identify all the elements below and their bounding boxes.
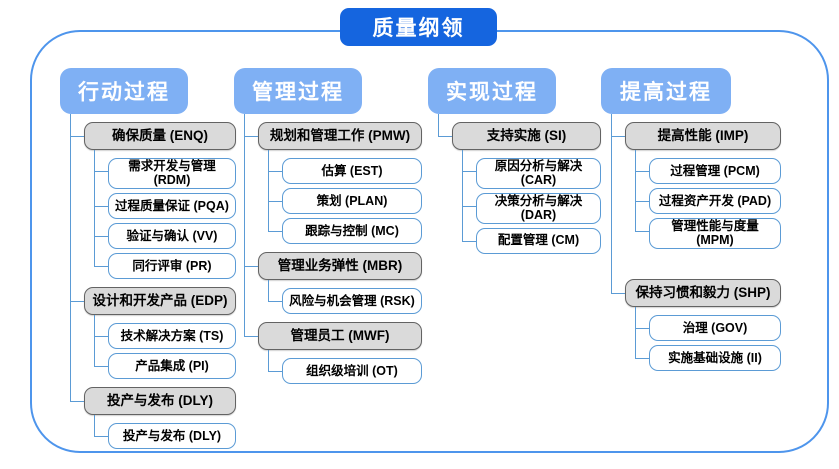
process-item-box: 原因分析与解决 (CAR) [476, 158, 601, 189]
process-item-box: 实施基础设施 (II) [649, 344, 781, 371]
process-item: 投产与发布 (DLY) [94, 414, 236, 449]
group-item: 管理员工 (MWF) 组织级培训 (OT) [244, 314, 422, 384]
process-group-box: 规划和管理工作 (PMW) [258, 122, 422, 150]
process-item-box: 组织级培训 (OT) [282, 358, 422, 384]
process-group-box: 设计和开发产品 (EDP) [84, 286, 236, 315]
column-header-management-process: 管理过程 [234, 68, 362, 114]
process-item-list: 技术解决方案 (TS) 产品集成 (PI) [94, 314, 236, 379]
column-action-process: 行动过程 确保质量 (ENQ) 需求开发与管理 (RDM) 过程质量保证 (PQA)… [60, 68, 236, 449]
process-item: 风险与机会管理 (RSK) [268, 280, 422, 314]
process-item-box: 同行评审 (PR) [108, 252, 236, 279]
process-group-box: 支持实施 (SI) [452, 122, 601, 150]
process-item: 产品集成 (PI) [94, 348, 236, 379]
group-list-improvement-process: 提高性能 (IMP) 过程管理 (PCM) 过程资产开发 (PAD) 管理性能与度量 … [611, 114, 781, 371]
process-item: 组织级培训 (OT) [268, 350, 422, 384]
process-item: 估算 (EST) [268, 150, 422, 184]
process-item-box: 需求开发与管理 (RDM) [108, 158, 236, 189]
process-item-box: 跟踪与控制 (MC) [282, 218, 422, 244]
process-item-box: 过程资产开发 (PAD) [649, 188, 781, 214]
process-item: 过程管理 (PCM) [635, 150, 781, 184]
group-item: 规划和管理工作 (PMW) 估算 (EST) 策划 (PLAN) 跟踪与控制 (MC) [244, 114, 422, 244]
process-group-box: 确保质量 (ENQ) [84, 122, 236, 150]
process-item: 跟踪与控制 (MC) [268, 214, 422, 244]
process-item-box: 技术解决方案 (TS) [108, 322, 236, 349]
process-item-list: 组织级培训 (OT) [268, 350, 422, 384]
process-group-box: 保持习惯和毅力 (SHP) [625, 278, 781, 307]
group-list-action-process: 确保质量 (ENQ) 需求开发与管理 (RDM) 过程质量保证 (PQA) 验证与确认… [70, 114, 236, 449]
process-item-list: 原因分析与解决 (CAR)决策分析与解决 (DAR) 配置管理 (CM) [462, 150, 601, 254]
process-item-box: 产品集成 (PI) [108, 352, 236, 379]
process-item-box: 估算 (EST) [282, 158, 422, 184]
process-item: 决策分析与解决 (DAR) [462, 188, 601, 224]
process-item-box: 治理 (GOV) [649, 314, 781, 341]
process-item-list: 投产与发布 (DLY) [94, 414, 236, 449]
process-group-box: 提高性能 (IMP) [625, 122, 781, 150]
group-item: 提高性能 (IMP) 过程管理 (PCM) 过程资产开发 (PAD) 管理性能与度量 … [611, 114, 781, 249]
process-item: 策划 (PLAN) [268, 184, 422, 214]
group-list-realization-process: 支持实施 (SI) 原因分析与解决 (CAR)决策分析与解决 (DAR) 配置管理 … [438, 114, 601, 254]
process-item: 过程质量保证 (PQA) [94, 188, 236, 219]
process-item: 管理性能与度量 (MPM) [635, 214, 781, 249]
process-item-list: 过程管理 (PCM) 过程资产开发 (PAD) 管理性能与度量 (MPM) [635, 150, 781, 249]
group-item: 支持实施 (SI) 原因分析与解决 (CAR)决策分析与解决 (DAR) 配置管理 … [438, 114, 601, 254]
process-item: 治理 (GOV) [635, 306, 781, 341]
process-item-box: 管理性能与度量 (MPM) [649, 218, 781, 249]
process-item-box: 配置管理 (CM) [476, 227, 601, 254]
group-item: 设计和开发产品 (EDP) 技术解决方案 (TS) 产品集成 (PI) [70, 278, 236, 379]
group-item: 管理业务弹性 (MBR) 风险与机会管理 (RSK) [244, 244, 422, 314]
group-list-management-process: 规划和管理工作 (PMW) 估算 (EST) 策划 (PLAN) 跟踪与控制 (MC)… [244, 114, 422, 384]
process-item-list: 治理 (GOV) 实施基础设施 (II) [635, 306, 781, 371]
group-item: 确保质量 (ENQ) 需求开发与管理 (RDM) 过程质量保证 (PQA) 验证与确认… [70, 114, 236, 279]
process-item: 配置管理 (CM) [462, 223, 601, 254]
process-group-box: 管理业务弹性 (MBR) [258, 252, 422, 280]
process-item: 同行评审 (PR) [94, 248, 236, 279]
process-item-box: 过程质量保证 (PQA) [108, 192, 236, 219]
process-item-box: 策划 (PLAN) [282, 188, 422, 214]
column-header-action-process: 行动过程 [60, 68, 188, 114]
column-header-improvement-process: 提高过程 [601, 68, 731, 114]
column-header-realization-process: 实现过程 [428, 68, 556, 114]
process-item: 实施基础设施 (II) [635, 340, 781, 371]
process-item-box: 验证与确认 (VV) [108, 222, 236, 249]
process-item-box: 投产与发布 (DLY) [108, 422, 236, 449]
column-management-process: 管理过程 规划和管理工作 (PMW) 估算 (EST) 策划 (PLAN) 跟踪与控制… [234, 68, 422, 384]
group-item: 投产与发布 (DLY) 投产与发布 (DLY) [70, 378, 236, 449]
process-item-box: 决策分析与解决 (DAR) [476, 192, 601, 224]
column-realization-process: 实现过程 支持实施 (SI)原因分析与解决 (CAR)决策分析与解决 (DAR)… [428, 68, 601, 254]
column-improvement-process: 提高过程 提高性能 (IMP) 过程管理 (PCM) 过程资产开发 (PAD) 管理性… [601, 68, 781, 371]
diagram-title: 质量纲领 [340, 8, 497, 46]
process-item: 验证与确认 (VV) [94, 218, 236, 249]
process-item-list: 需求开发与管理 (RDM) 过程质量保证 (PQA) 验证与确认 (VV) 同行评审 … [94, 150, 236, 279]
group-item: 保持习惯和毅力 (SHP) 治理 (GOV) 实施基础设施 (II) [611, 248, 781, 371]
process-item-list: 风险与机会管理 (RSK) [268, 280, 422, 314]
process-item: 过程资产开发 (PAD) [635, 184, 781, 214]
process-item: 原因分析与解决 (CAR) [462, 150, 601, 189]
process-item-box: 过程管理 (PCM) [649, 158, 781, 184]
process-item-list: 估算 (EST) 策划 (PLAN) 跟踪与控制 (MC) [268, 150, 422, 244]
process-item: 技术解决方案 (TS) [94, 314, 236, 349]
process-item-box: 风险与机会管理 (RSK) [282, 288, 422, 314]
process-item: 需求开发与管理 (RDM) [94, 150, 236, 189]
process-group-box: 投产与发布 (DLY) [84, 386, 236, 415]
process-group-box: 管理员工 (MWF) [258, 322, 422, 350]
